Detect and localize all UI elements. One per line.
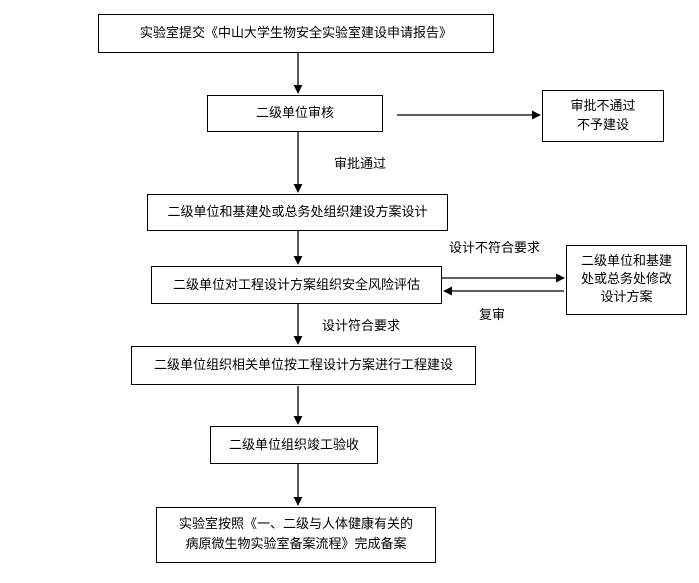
node-modify-design: 二级单位和基建 处或总务处修改 设计方案 bbox=[566, 245, 687, 315]
node-record-filing: 实验室按照《一、二级与人体健康有关的 病原微生物实验室备案流程》完成备案 bbox=[156, 507, 436, 563]
node-design: 二级单位和基建处或总务处组织建设方案设计 bbox=[147, 194, 448, 231]
node-submit-application: 实验室提交《中山大学生物安全实验室建设申请报告》 bbox=[98, 14, 494, 53]
label-approved: 审批通过 bbox=[334, 157, 387, 172]
node-acceptance: 二级单位组织竣工验收 bbox=[210, 426, 378, 464]
node-construction: 二级单位组织相关单位按工程设计方案进行工程建设 bbox=[131, 346, 476, 385]
node-unit-review: 二级单位审核 bbox=[207, 95, 383, 132]
label-not-compliant: 设计不符合要求 bbox=[449, 241, 541, 256]
label-recheck: 复审 bbox=[479, 308, 506, 323]
node-risk-assessment: 二级单位对工程设计方案组织安全风险评估 bbox=[151, 266, 442, 304]
label-compliant: 设计符合要求 bbox=[322, 319, 401, 334]
node-reject: 审批不通过 不予建设 bbox=[542, 90, 664, 142]
